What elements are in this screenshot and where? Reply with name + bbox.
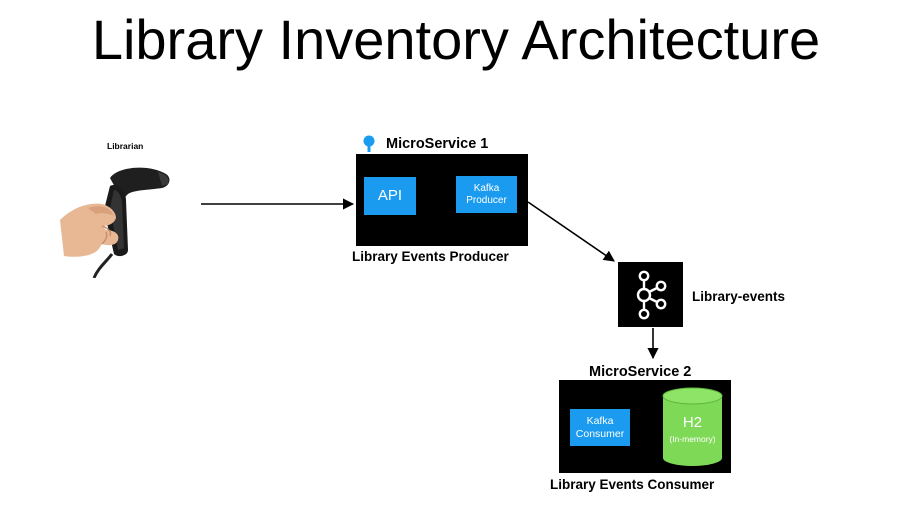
- api-box: API: [364, 177, 416, 215]
- arrow-producer-to-topic: [527, 201, 615, 262]
- producer-caption: Library Events Producer: [352, 249, 509, 264]
- kafka-topic-label: Library-events: [692, 289, 786, 304]
- consumer-caption: Library Events Consumer: [550, 477, 715, 492]
- kafka-producer-box: Kafka Producer: [456, 176, 517, 213]
- microservice1-box: API Kafka Producer: [356, 154, 528, 246]
- microservice1-heading: MicroService 1: [386, 136, 489, 152]
- kafka-consumer-label-line2: Consumer: [575, 427, 625, 440]
- kafka-consumer-box: Kafka Consumer: [570, 409, 630, 446]
- librarian-label: Librarian: [107, 141, 144, 151]
- microservice2-box: Kafka Consumer H2 (In-memory): [559, 380, 731, 473]
- api-label: API: [377, 187, 403, 205]
- kafka-topic-box: [618, 262, 683, 327]
- database-cylinder-icon: [662, 387, 723, 466]
- h2-database: H2 (In-memory): [662, 387, 723, 467]
- microservice2-heading: MicroService 2: [589, 364, 692, 380]
- page-title: Library Inventory Architecture: [91, 8, 821, 71]
- barcode-scanner-icon: [60, 167, 170, 278]
- kafka-icon: [636, 270, 667, 320]
- h2-db-note: (In-memory): [669, 434, 716, 444]
- kafka-consumer-label-line1: Kafka: [586, 415, 614, 428]
- location-pin-icon: [363, 135, 375, 152]
- h2-db-name: H2: [682, 414, 703, 431]
- kafka-producer-label-line1: Kafka: [473, 183, 500, 194]
- kafka-producer-label-line2: Producer: [466, 194, 507, 206]
